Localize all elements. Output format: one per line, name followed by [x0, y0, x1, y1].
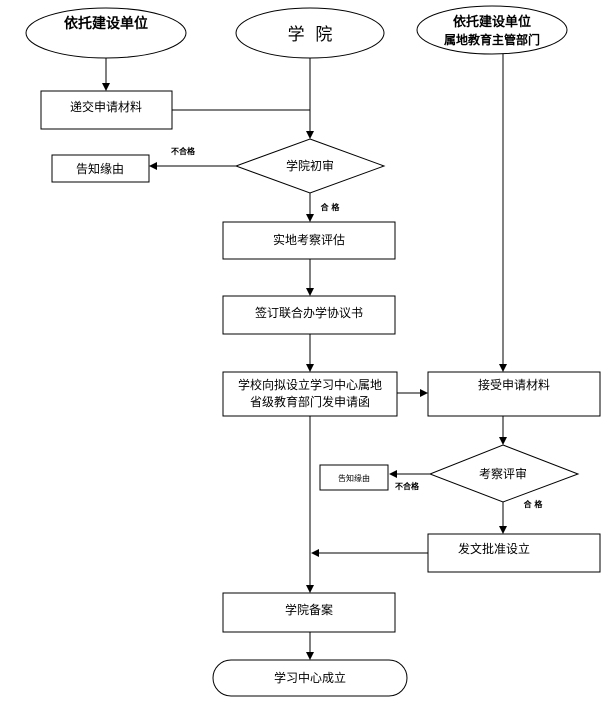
submit-materials-label: 递交申请材料 [70, 99, 142, 114]
unit-top-right-ellipse [416, 5, 568, 55]
school-request-label-2: 省级教育部门发申请函 [250, 394, 370, 409]
edge-label-not-qualified-1: 不合格 [171, 146, 196, 156]
inform-reason-left-label: 告知缘由 [76, 162, 124, 176]
unit-top-right-label-2: 属地教育主管部门 [444, 32, 540, 47]
college-top-ellipse [235, 7, 385, 59]
sign-agreement-label: 签订联合办学协议书 [255, 305, 363, 320]
sign-agreement-box [222, 295, 396, 335]
approval-label: 发文批准设立 [458, 541, 530, 556]
accept-materials-box [427, 371, 601, 417]
site-inspection-label: 实地考察评估 [273, 232, 345, 247]
accept-materials-label: 接受申请材料 [478, 377, 550, 392]
center-established-label: 学习中心成立 [274, 670, 346, 685]
center-established-pill [212, 659, 408, 697]
school-request-box [222, 371, 398, 417]
college-filing-label: 学院备案 [285, 602, 333, 617]
unit-top-left-label: 依托建设单位 [64, 15, 148, 32]
unit-top-left-ellipse [25, 7, 187, 59]
unit-top-right-label-1: 依托建设单位 [453, 14, 531, 30]
approval-box [427, 533, 601, 573]
school-request-label-1: 学校向拟设立学习中心属地 [238, 377, 382, 392]
site-inspection-box [222, 221, 396, 260]
inform-reason-right-label: 告知缘由 [338, 473, 370, 483]
college-filing-box [222, 592, 396, 633]
inspection-review-diamond [428, 444, 580, 503]
edge-label-qualified-1: 合 格 [320, 202, 341, 212]
inspection-review-label: 考察评审 [479, 466, 527, 481]
college-top-label: 学 院 [288, 25, 333, 45]
inform-reason-right-box [319, 464, 389, 491]
college-review-diamond [234, 138, 386, 194]
edge-label-not-qualified-2: 不合格 [395, 481, 420, 491]
submit-materials-box [40, 90, 173, 130]
edge-label-qualified-2: 合 格 [523, 499, 544, 509]
college-review-label: 学院初审 [286, 158, 334, 173]
inform-reason-left-box [51, 154, 150, 183]
